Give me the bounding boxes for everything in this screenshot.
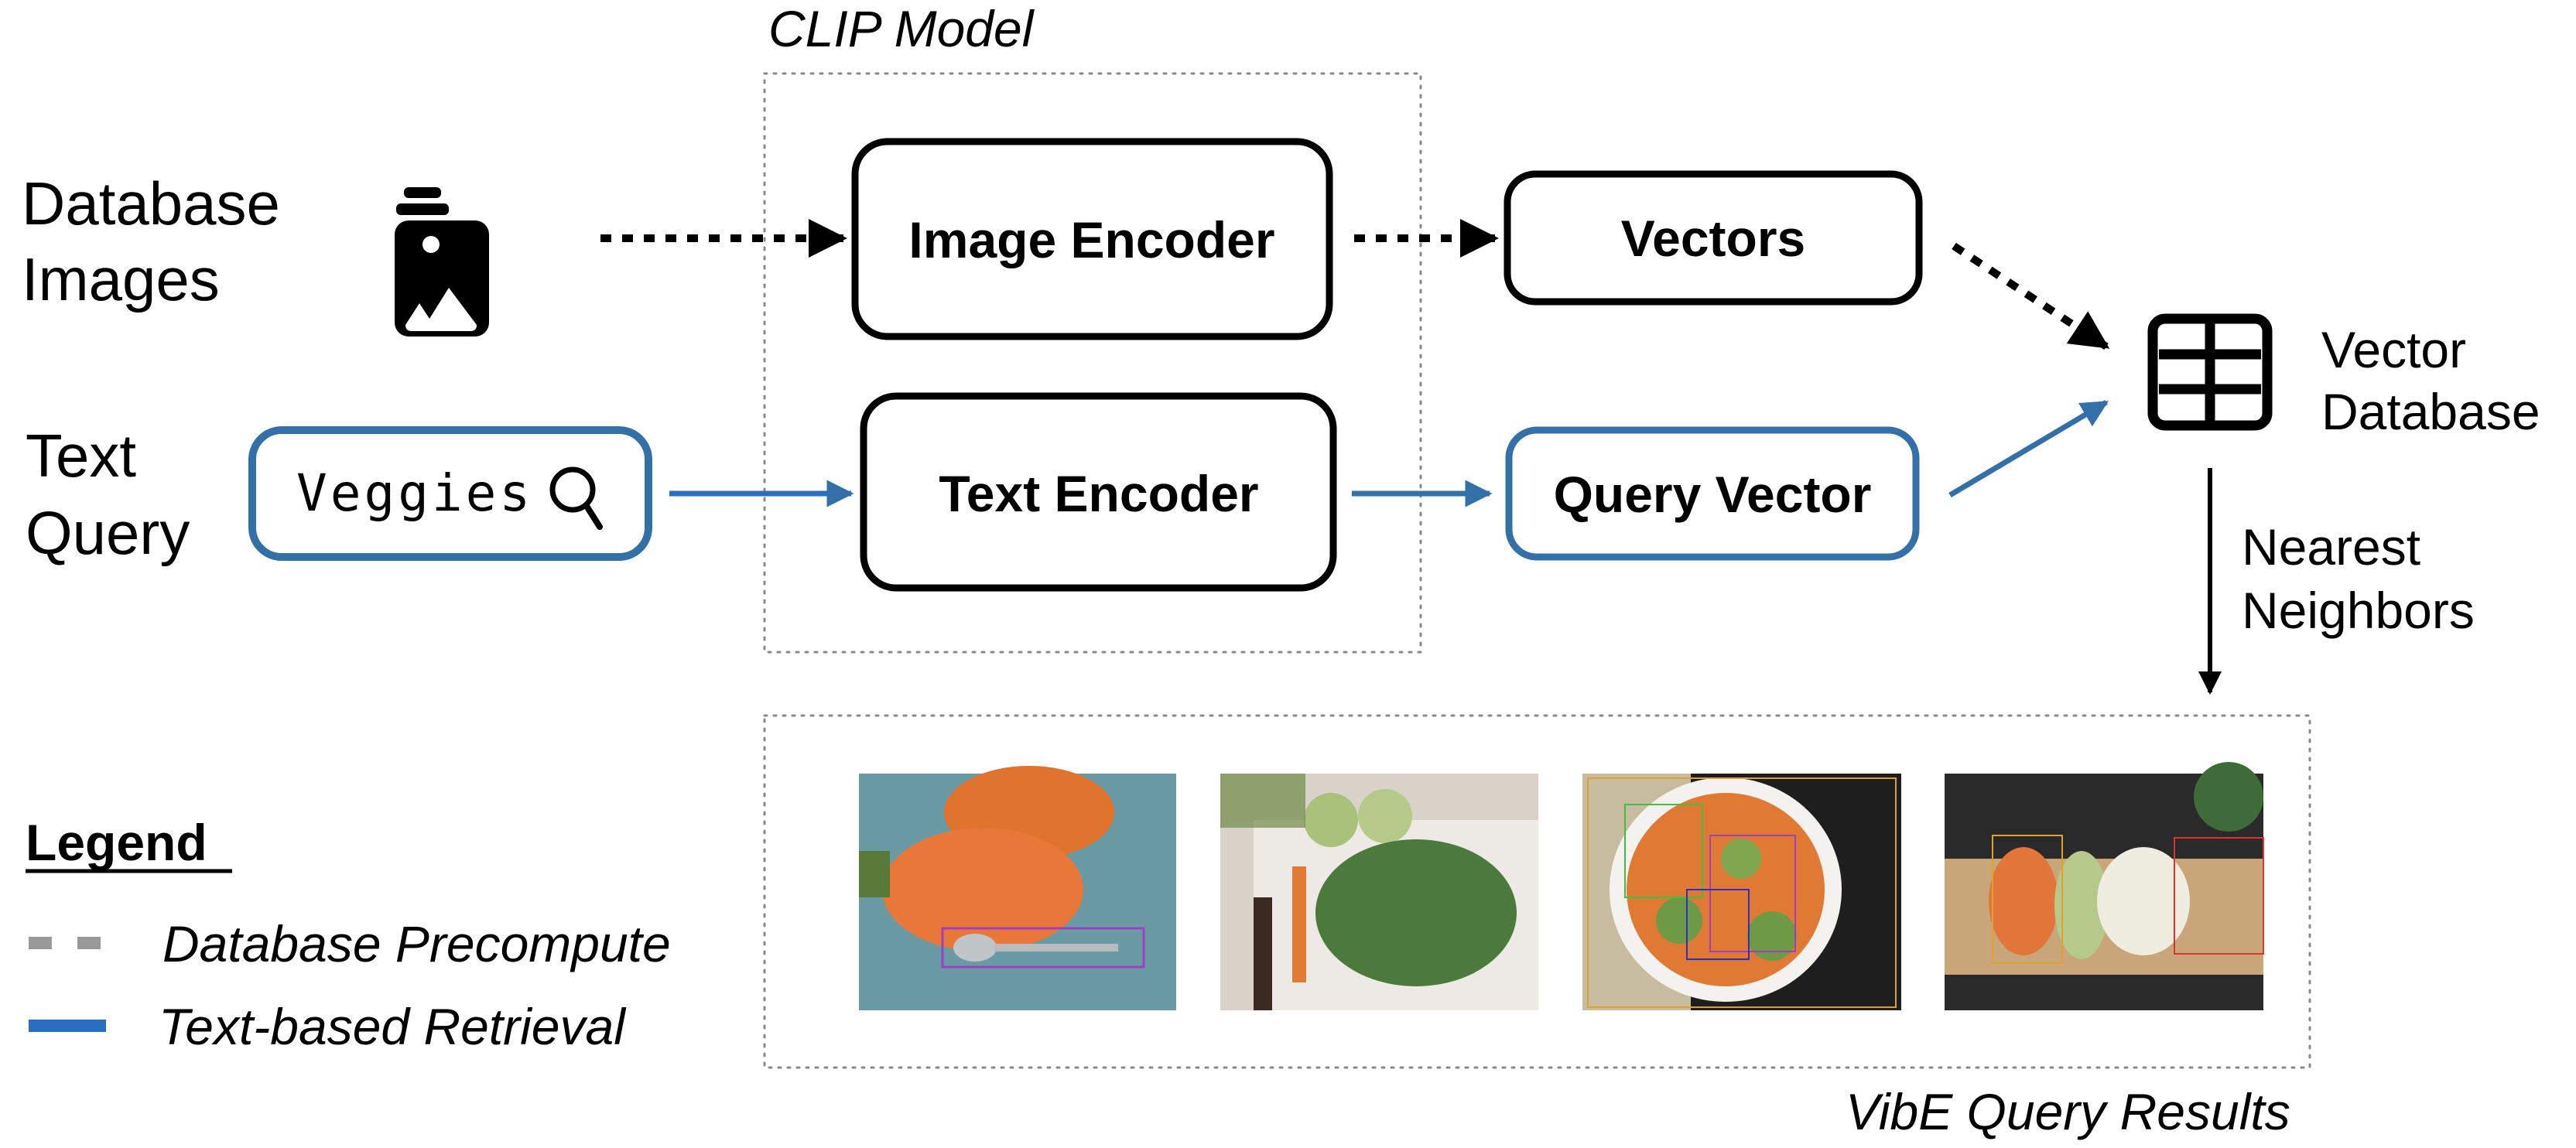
query-vector-box (1505, 426, 1920, 561)
legend-label-text-based-retrieval: Text-based Retrieval (159, 998, 627, 1055)
result-image-carrots-spoon[interactable] (859, 766, 1176, 1010)
vectors-label: Vectors (1621, 210, 1805, 267)
legend-swatch-dashed (29, 937, 52, 949)
search-icon[interactable] (549, 466, 603, 530)
vector-database-label: Vector Database (2321, 321, 2540, 440)
query-input-value: Veggies (296, 463, 533, 523)
legend-swatch-solid (29, 1020, 106, 1032)
legend-title: Legend (26, 814, 207, 871)
result-image-chopped-veggies[interactable] (1945, 762, 2264, 1010)
image-stack-icon (395, 187, 489, 337)
legend-item-text-based-retrieval: Text-based Retrieval (29, 998, 627, 1055)
results-container (763, 714, 2311, 1069)
text-encoder-label: Text Encoder (939, 465, 1258, 522)
arrow-query-vector-to-vector-db (1948, 399, 2109, 498)
nearest-neighbors-label: Nearest Neighbors (2242, 518, 2475, 639)
text-query-label: Text Query (26, 422, 190, 567)
legend-item-database-precompute: Database Precompute (29, 915, 671, 972)
query-vector-label: Query Vector (1554, 466, 1872, 523)
text-encoder-box (860, 392, 1337, 592)
clip-model-container (763, 72, 1422, 654)
clip-model-title: CLIP Model (768, 0, 1035, 57)
image-encoder-label: Image Encoder (908, 211, 1274, 268)
query-search-input[interactable]: Veggies (248, 426, 652, 561)
image-encoder-box (851, 138, 1333, 340)
results-title: VibE Query Results (1846, 1083, 2290, 1140)
vectors-box (1504, 170, 1923, 306)
result-image-veggie-bowl[interactable] (1582, 774, 1901, 1010)
legend-label-database-precompute: Database Precompute (162, 915, 671, 972)
table-grid-icon (2147, 313, 2273, 431)
arrow-vectors-to-vector-db (1952, 242, 2110, 350)
database-images-label: Database Images (22, 169, 297, 313)
result-image-carrots-greens[interactable] (1220, 774, 1538, 1010)
